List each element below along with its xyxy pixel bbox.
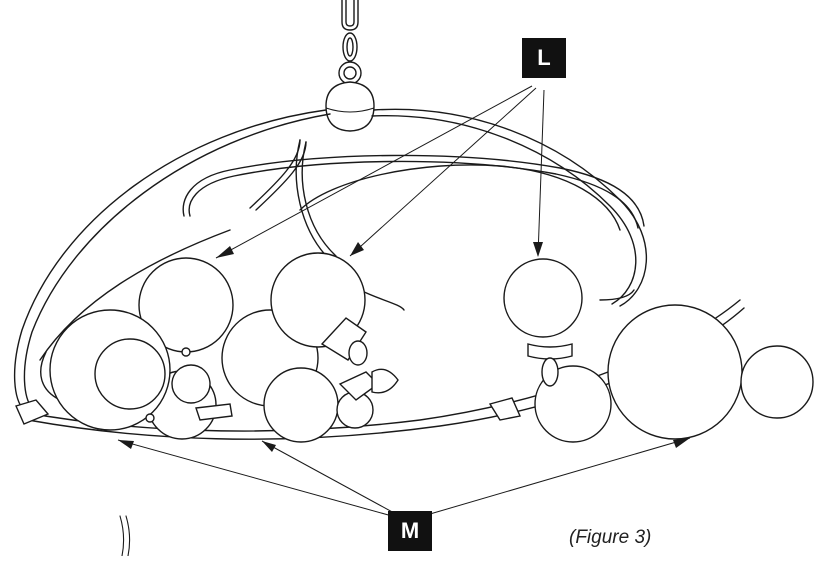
globe	[607, 304, 743, 440]
pointer-lines-m	[117, 437, 691, 517]
frame-arms	[13, 108, 745, 440]
callout-label-m: M	[388, 511, 432, 551]
hanging-chain	[338, 0, 362, 85]
globe	[503, 258, 583, 338]
globes	[49, 252, 814, 443]
pointer-lines-l	[215, 85, 545, 259]
globe	[171, 364, 211, 404]
callout-label-l: L	[522, 38, 566, 78]
figure-caption: (Figure 3)	[569, 527, 652, 548]
sockets	[15, 317, 573, 425]
globe	[740, 345, 814, 419]
canopy-ball	[325, 81, 375, 132]
globe	[94, 338, 166, 410]
power-cord	[119, 515, 131, 557]
globe	[263, 367, 339, 443]
